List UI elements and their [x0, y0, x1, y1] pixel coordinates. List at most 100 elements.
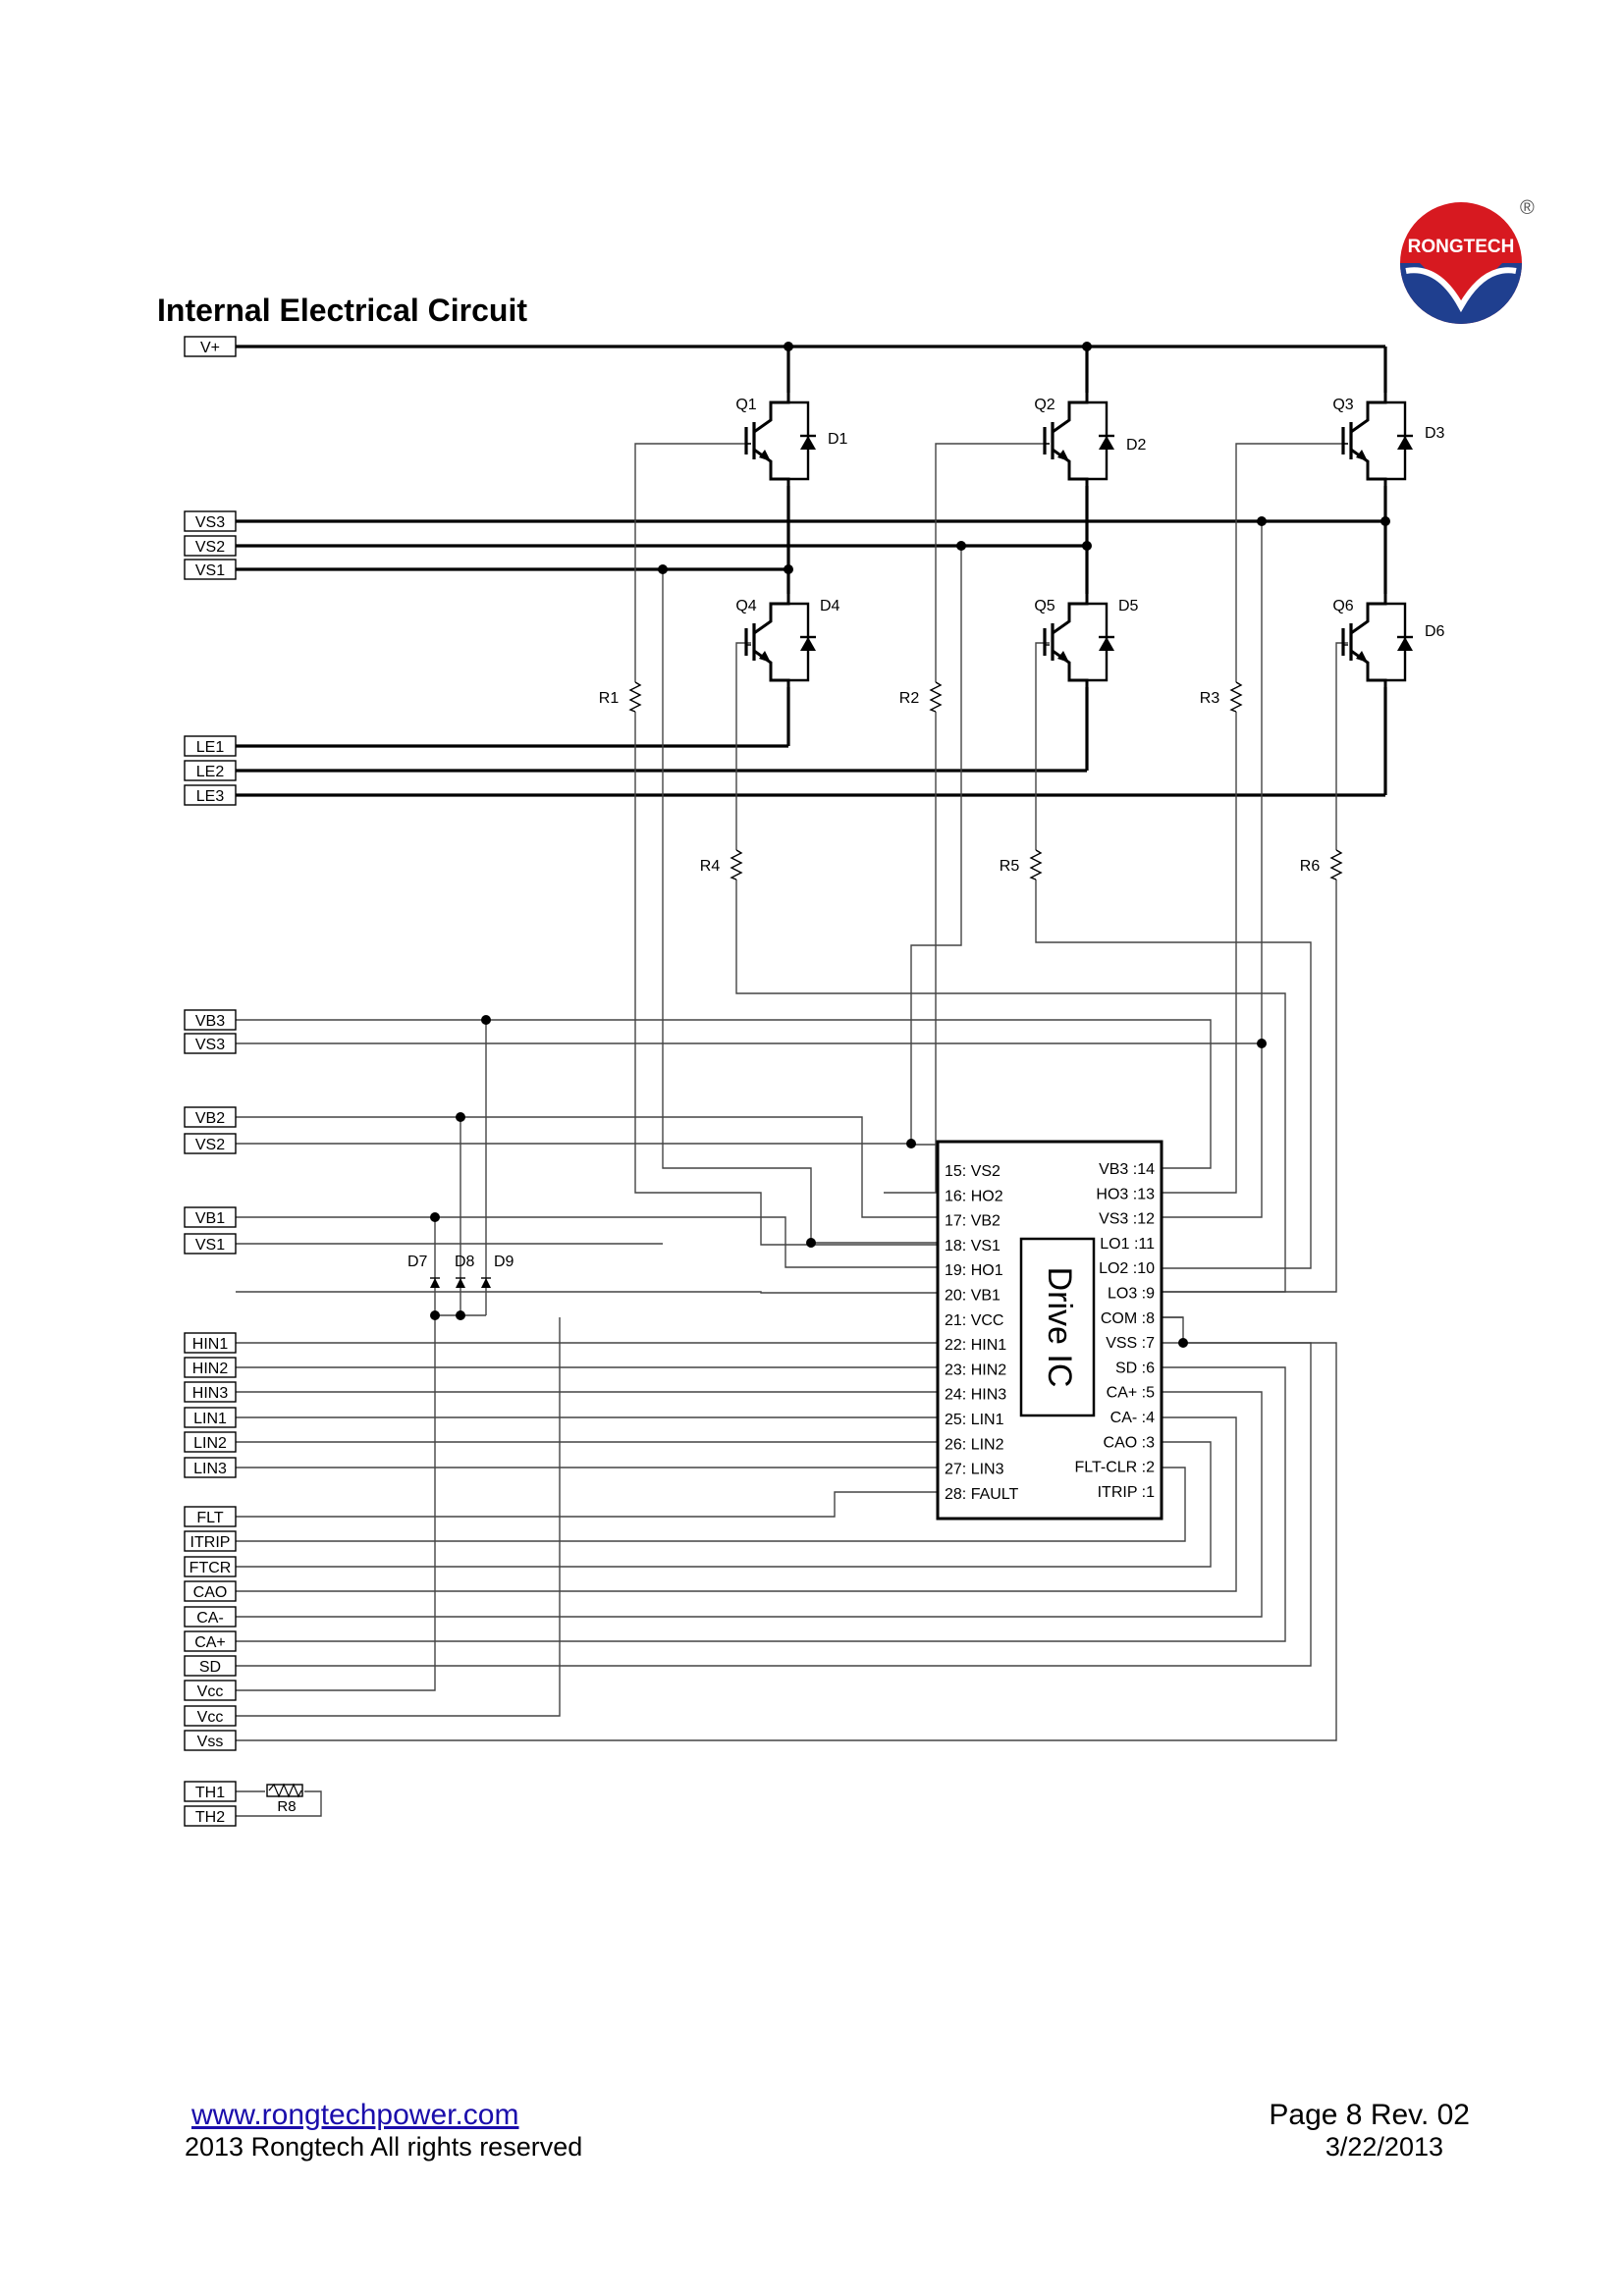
pin-label: V+	[200, 340, 220, 356]
pin-label: VB3	[195, 1013, 225, 1030]
ic-pin-right: VSS :7	[1106, 1335, 1155, 1352]
ic-pin-right: LO1 :11	[1100, 1236, 1155, 1253]
pin-box-top-5: LE2	[184, 760, 237, 781]
power-bus-lines	[236, 345, 1387, 797]
ic-pin-left: 28: FAULT	[945, 1486, 1019, 1503]
pin-box-mid-0: VB3	[184, 1009, 237, 1031]
transistor-label: Q2	[1034, 397, 1055, 413]
pin-label: VS2	[195, 539, 225, 556]
ic-pin-left: 27: LIN3	[945, 1462, 1004, 1478]
resistor-r6: R6	[1300, 849, 1343, 881]
pin-label: CA+	[194, 1634, 226, 1651]
ic-pin-right: COM :8	[1101, 1310, 1155, 1327]
pin-box-control-3: CAO	[184, 1580, 237, 1602]
pin-label: FLT	[196, 1510, 223, 1526]
pin-box-control-8: Vcc	[184, 1705, 237, 1727]
ic-pin-right: ITRIP :1	[1098, 1484, 1155, 1501]
pin-label: Vcc	[197, 1683, 224, 1700]
pin-label: HIN2	[192, 1361, 229, 1377]
drive-ic-label: Drive IC	[1041, 1267, 1078, 1388]
footer-page-rev: Page 8 Rev. 02	[1269, 2099, 1470, 2131]
r8-label: R8	[277, 1798, 296, 1815]
ic-pin-right: CA+ :5	[1107, 1385, 1155, 1402]
footer-website-link[interactable]: www.rongtechpower.com	[191, 2099, 519, 2131]
resistor-label: R2	[899, 690, 920, 707]
ic-pin-left: 18: VS1	[945, 1238, 1001, 1255]
pin-box-top-6: LE3	[184, 784, 237, 806]
pin-label: VS2	[195, 1137, 225, 1153]
pin-box-inputs-3: LIN1	[184, 1407, 237, 1428]
page-title: Internal Electrical Circuit	[157, 293, 528, 328]
ic-pin-right: HO3 :13	[1096, 1186, 1155, 1202]
resistor-r2: R2	[899, 681, 943, 713]
pin-box-inputs-1: HIN2	[184, 1357, 237, 1378]
diode-label: D7	[407, 1254, 428, 1270]
ic-pin-left: 20: VB1	[945, 1288, 1001, 1305]
rongtech-logo: RONGTECH ®	[1400, 197, 1535, 324]
diode-label: D9	[494, 1254, 514, 1270]
pin-label: HIN1	[192, 1336, 229, 1353]
diode-label: D4	[820, 598, 840, 614]
ic-pin-left: 17: VB2	[945, 1213, 1001, 1230]
pin-box-top-1: VS3	[184, 510, 237, 532]
pin-label: VS1	[195, 1237, 225, 1254]
pin-label: SD	[199, 1659, 221, 1676]
diode-label: D3	[1425, 425, 1445, 442]
pin-box-control-9: Vss	[184, 1730, 237, 1751]
resistor-r5: R5	[1000, 849, 1043, 881]
ic-pin-right: CA- :4	[1110, 1410, 1155, 1426]
junction-dots	[430, 342, 1390, 1348]
pin-box-control-5: CA+	[184, 1630, 237, 1652]
pin-box-control-7: Vcc	[184, 1680, 237, 1701]
ic-pin-left: 15: VS2	[945, 1163, 1001, 1180]
pin-box-mid-3: VS2	[184, 1133, 237, 1154]
ic-pin-right: SD :6	[1115, 1360, 1155, 1376]
pin-label: LE2	[196, 764, 225, 780]
ic-pin-left: 19: HO1	[945, 1262, 1003, 1279]
pin-label: HIN3	[192, 1385, 229, 1402]
ic-pin-right: LO2 :10	[1099, 1260, 1155, 1277]
pin-label: VB1	[195, 1210, 225, 1227]
pin-label: TH2	[195, 1809, 225, 1826]
pin-box-mid-4: VB1	[184, 1206, 237, 1228]
ic-pin-right: CAO :3	[1104, 1434, 1156, 1451]
resistor-label: R3	[1200, 690, 1220, 707]
pin-label: LIN2	[193, 1435, 227, 1452]
pin-box-top-3: VS1	[184, 559, 237, 580]
pin-box-inputs-2: HIN3	[184, 1381, 237, 1403]
pin-box-control-6: SD	[184, 1655, 237, 1677]
pin-box-control-1: ITRIP	[184, 1530, 237, 1552]
diode-label: D6	[1425, 623, 1445, 640]
pin-label: LIN1	[193, 1411, 227, 1427]
thermistor-r8: R8	[266, 1783, 303, 1815]
resistor-r1: R1	[599, 681, 642, 713]
pin-label: FTCR	[189, 1560, 232, 1576]
bootstrap-diode-d7: D7	[407, 1254, 440, 1288]
pin-box-inputs-4: LIN2	[184, 1431, 237, 1453]
resistor-r4: R4	[700, 849, 743, 881]
pin-label: VS3	[195, 1037, 225, 1053]
pin-label: LIN3	[193, 1461, 227, 1477]
ic-pin-left: 23: HIN2	[945, 1362, 1006, 1378]
pin-label: TH1	[195, 1785, 225, 1801]
resistor-label: R4	[700, 858, 721, 875]
pin-box-control-4: CA-	[184, 1606, 237, 1628]
transistor-label: Q5	[1034, 598, 1055, 614]
pin-box-control-0: FLT	[184, 1506, 237, 1527]
resistor-label: R1	[599, 690, 620, 707]
pin-box-mid-1: VS3	[184, 1033, 237, 1054]
pin-label: VB2	[195, 1110, 225, 1127]
transistor-label: Q1	[735, 397, 756, 413]
resistor-label: R6	[1300, 858, 1321, 875]
pin-box-inputs-5: LIN3	[184, 1457, 237, 1478]
footer-copyright: 2013 Rongtech All rights reserved	[185, 2132, 583, 2162]
diode-label: D1	[828, 431, 848, 448]
pin-box-thermistor-0: TH1	[184, 1781, 237, 1802]
